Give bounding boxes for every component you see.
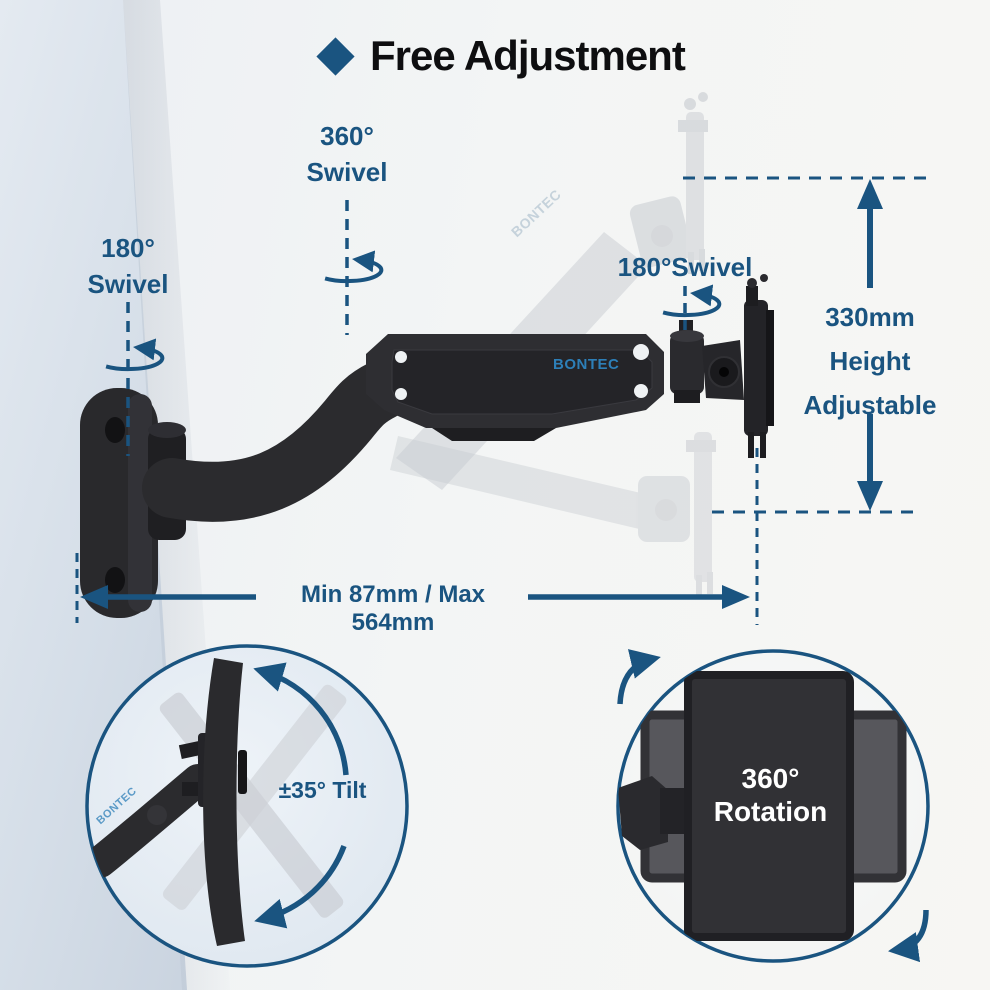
head-swivel-label: 180°Swivel — [617, 252, 753, 282]
rotation-ellipse-arrow-icon — [105, 338, 165, 372]
rotation-arm — [618, 776, 668, 850]
page-title-text: Free Adjustment — [370, 32, 686, 79]
annotation-lines — [75, 176, 932, 625]
tilt-range-label: ±35° Tilt — [278, 777, 367, 803]
head-joint — [670, 320, 744, 403]
dimension-arrow-icon — [722, 585, 750, 609]
diamond-icon — [316, 36, 355, 76]
brand-logo: BONTEC — [553, 356, 620, 373]
rotation-detail-circle — [616, 649, 930, 963]
curved-rotation-arrow-icon — [888, 909, 929, 963]
wall-swivel-label: 180° Swivel — [87, 233, 169, 299]
ghost-arm-lowered — [390, 432, 716, 597]
wall-plate-screw-hole — [105, 417, 125, 443]
curved-rotation-arrow-icon — [253, 662, 349, 776]
vesa-plate — [744, 274, 774, 458]
dimension-arrow-icon — [857, 481, 883, 511]
lower-arm — [142, 360, 412, 522]
curved-rotation-arrow-icon — [617, 649, 661, 705]
dimension-arrow-icon — [857, 179, 883, 209]
page-title: Free Adjustment — [316, 32, 686, 80]
mount-arm-product — [80, 274, 774, 618]
rotation-ellipse-arrow-icon — [662, 284, 722, 318]
curved-rotation-arrow-icon — [254, 845, 347, 929]
rotation-ellipse-arrow-icon — [324, 250, 384, 284]
wall-plate-screw-hole — [105, 567, 125, 593]
tilt-monitor-side — [203, 658, 245, 946]
tilt-detail-circle — [85, 644, 409, 968]
arm-swivel-label: 360° Swivel — [306, 121, 388, 187]
rotation-range-label: 360° Rotation — [713, 763, 828, 827]
extension-range-label: Min 87mm / Max 564mm — [300, 581, 486, 636]
height-adjust-label: 330mm Height Adjustable — [803, 302, 937, 420]
dimension-arrow-icon — [80, 585, 108, 609]
rotation-monitor-portrait — [684, 671, 854, 941]
